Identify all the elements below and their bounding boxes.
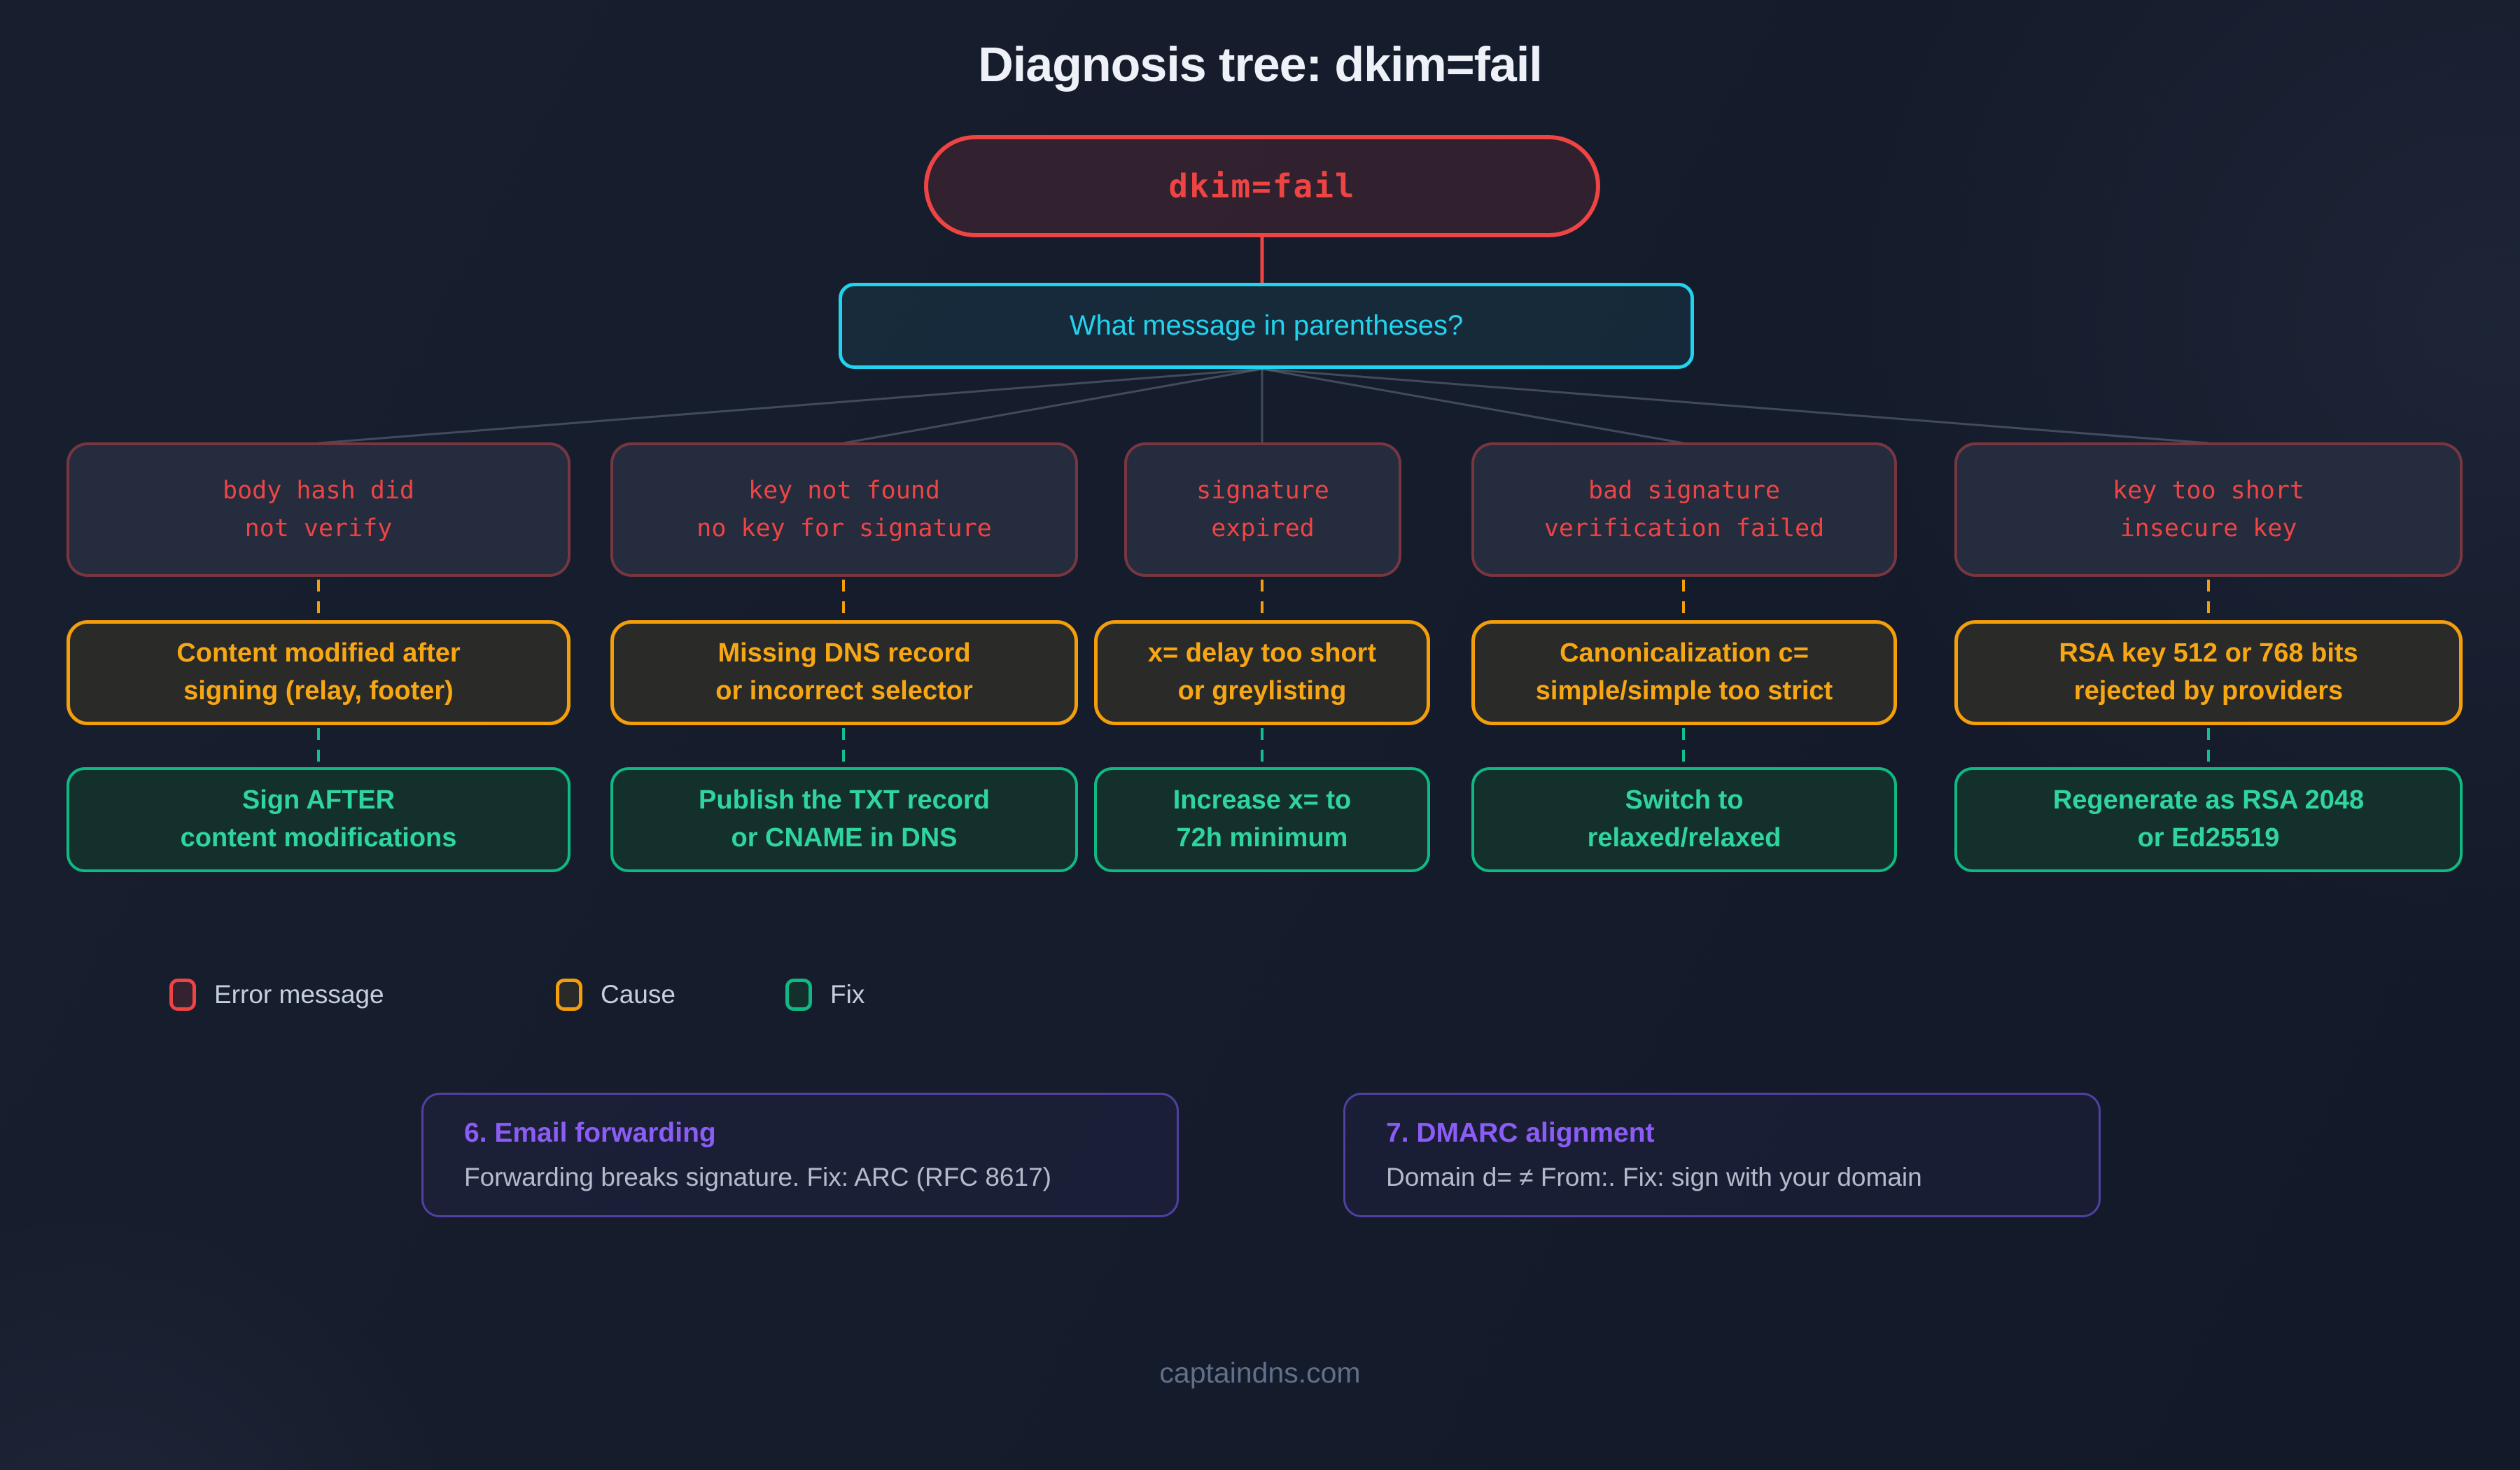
note-card-body: Domain d= ≠ From:. Fix: sign with your d… xyxy=(1386,1163,1922,1191)
legend-fix-label: Fix xyxy=(830,980,865,1009)
question-node: What message in parentheses? xyxy=(839,283,1694,369)
legend-item-fix: Fix xyxy=(785,979,864,1011)
cause-node-missing-dns: Missing DNS record or incorrect selector xyxy=(610,620,1078,725)
legend-cause-swatch-icon xyxy=(556,979,582,1011)
note-card-email-forwarding: 6. Email forwarding Forwarding breaks si… xyxy=(421,1093,1179,1217)
cause-node-rsa-512: RSA key 512 or 768 bits rejected by prov… xyxy=(1954,620,2463,725)
cause-node-content-modified: Content modified after signing (relay, f… xyxy=(66,620,570,725)
fix-node-sign-after: Sign AFTER content modifications xyxy=(66,767,570,872)
fan-line-5 xyxy=(1261,368,2209,444)
legend-cause-label: Cause xyxy=(601,980,676,1009)
error-node-body-hash: body hash did not verify xyxy=(66,442,570,577)
fan-line-4 xyxy=(1261,368,1684,444)
fan-line-1 xyxy=(318,368,1263,444)
note-card-body: Forwarding breaks signature. Fix: ARC (R… xyxy=(464,1163,1051,1191)
page-title: Diagnosis tree: dkim=fail xyxy=(978,37,1543,92)
root-node: dkim=fail xyxy=(924,135,1600,237)
legend-fix-swatch-icon xyxy=(785,979,812,1011)
legend-item-cause: Cause xyxy=(556,979,676,1011)
cause-node-canonicalization: Canonicalization c= simple/simple too st… xyxy=(1471,620,1897,725)
fix-node-regenerate-rsa: Regenerate as RSA 2048 or Ed25519 xyxy=(1954,767,2463,872)
fix-node-publish-txt: Publish the TXT record or CNAME in DNS xyxy=(610,767,1078,872)
error-node-bad-signature: bad signature verification failed xyxy=(1471,442,1897,577)
cause-node-delay-too-short: x= delay too short or greylisting xyxy=(1094,620,1430,725)
note-card-title: 7. DMARC alignment xyxy=(1386,1118,1655,1148)
note-card-title: 6. Email forwarding xyxy=(464,1118,716,1148)
note-card-dmarc-alignment: 7. DMARC alignment Domain d= ≠ From:. Fi… xyxy=(1343,1093,2101,1217)
fan-line-2 xyxy=(843,368,1263,444)
fix-node-increase-x: Increase x= to 72h minimum xyxy=(1094,767,1430,872)
error-node-signature-expired: signature expired xyxy=(1124,442,1401,577)
legend-error-label: Error message xyxy=(214,980,384,1009)
error-node-key-too-short: key too short insecure key xyxy=(1954,442,2463,577)
footer-site-url: captaindns.com xyxy=(1159,1357,1361,1389)
error-node-key-not-found: key not found no key for signature xyxy=(610,442,1078,577)
legend-error-swatch-icon xyxy=(169,979,196,1011)
fix-node-switch-relaxed: Switch to relaxed/relaxed xyxy=(1471,767,1897,872)
legend-item-error: Error message xyxy=(169,979,384,1011)
